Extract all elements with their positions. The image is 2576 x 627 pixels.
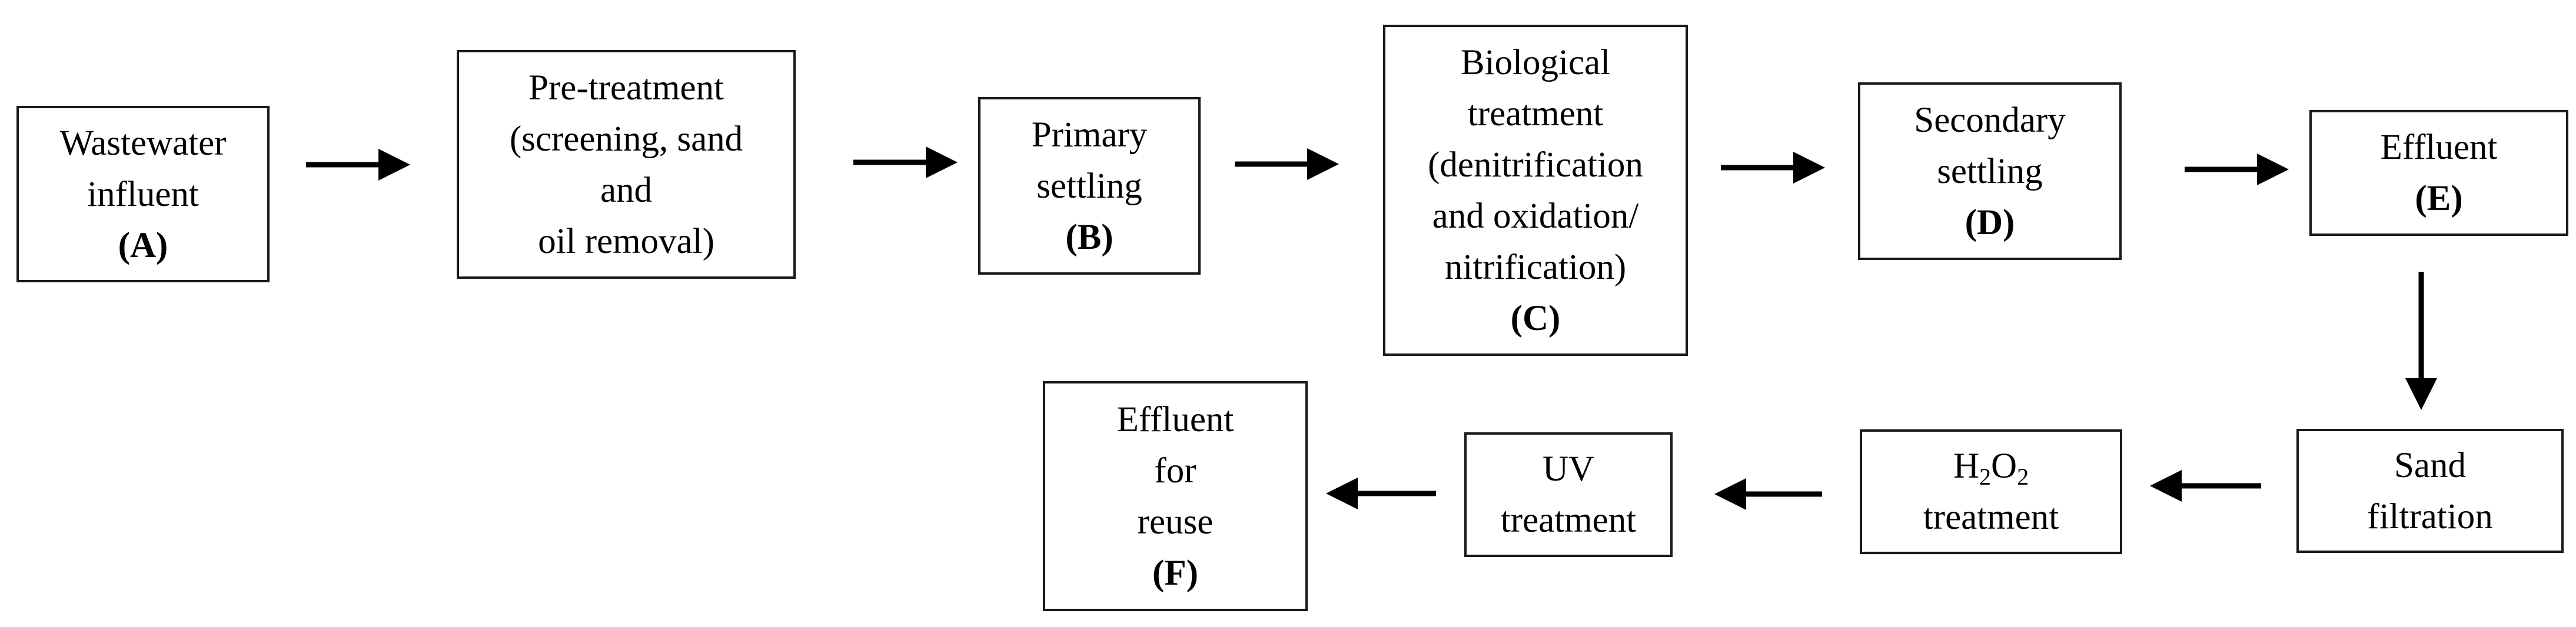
node-code: (A) — [118, 225, 168, 265]
node-secondary-settling: Secondary settling (D) — [1858, 82, 2122, 260]
node-label-line: influent — [87, 174, 199, 214]
node-label-line: treatment — [1500, 501, 1637, 540]
node-label-line: treatment — [1467, 94, 1604, 134]
node-label-line: nitrification) — [1444, 247, 1627, 287]
node-label-line: Biological — [1460, 42, 1611, 82]
node-label-line: Effluent — [2380, 128, 2498, 167]
node-code: (E) — [2415, 179, 2463, 218]
node-label-line: for — [1154, 451, 1196, 491]
formula-subscript: 2 — [2017, 463, 2029, 490]
node-biological-treatment: Biological treatment (denitrification an… — [1383, 25, 1688, 356]
node-effluent-for-reuse: Effluent for reuse (F) — [1043, 381, 1308, 611]
node-label-line: UV — [1542, 449, 1595, 489]
node-label-line: settling — [1937, 151, 2043, 191]
node-code: (F) — [1152, 553, 1198, 593]
node-h2o2-treatment: H2O2 treatment — [1860, 429, 2122, 554]
node-label-line: Sand — [2394, 445, 2466, 485]
node-code: (C) — [1510, 298, 1561, 338]
node-label-line: Pre-treatment — [529, 68, 724, 108]
node-uv-treatment: UV treatment — [1464, 432, 1673, 557]
node-label-line: treatment — [1923, 498, 2059, 537]
node-sand-filtration: Sand filtration — [2296, 429, 2564, 553]
node-label-line: filtration — [2367, 496, 2493, 536]
formula-subscript: 2 — [1979, 463, 1991, 490]
node-label-line: Wastewater — [59, 123, 227, 163]
node-label-line: (denitrification — [1428, 145, 1643, 185]
node-label-line: and oxidation/ — [1432, 196, 1639, 236]
node-label-line: Effluent — [1116, 399, 1234, 439]
node-code: (B) — [1065, 217, 1114, 257]
node-label-line: oil removal) — [538, 221, 714, 261]
node-primary-settling: Primary settling (B) — [978, 97, 1201, 275]
formula-element-h: H — [1953, 446, 1979, 486]
node-wastewater-influent: Wastewater influent (A) — [16, 106, 270, 282]
formula-element-o: O — [1991, 446, 2017, 486]
node-effluent: Effluent (E) — [2309, 110, 2568, 236]
node-label-line: reuse — [1137, 502, 1214, 542]
node-code: (D) — [1965, 202, 2015, 242]
node-label-line: settling — [1036, 166, 1142, 206]
node-label-line: and — [600, 170, 653, 210]
node-label-line: (screening, sand — [509, 119, 743, 159]
node-label-line: Secondary — [1914, 100, 2066, 140]
h2o2-formula: H2O2 — [1953, 441, 2029, 492]
node-label-line: Primary — [1031, 115, 1148, 155]
node-pretreatment: Pre-treatment (screening, sand and oil r… — [457, 50, 796, 279]
